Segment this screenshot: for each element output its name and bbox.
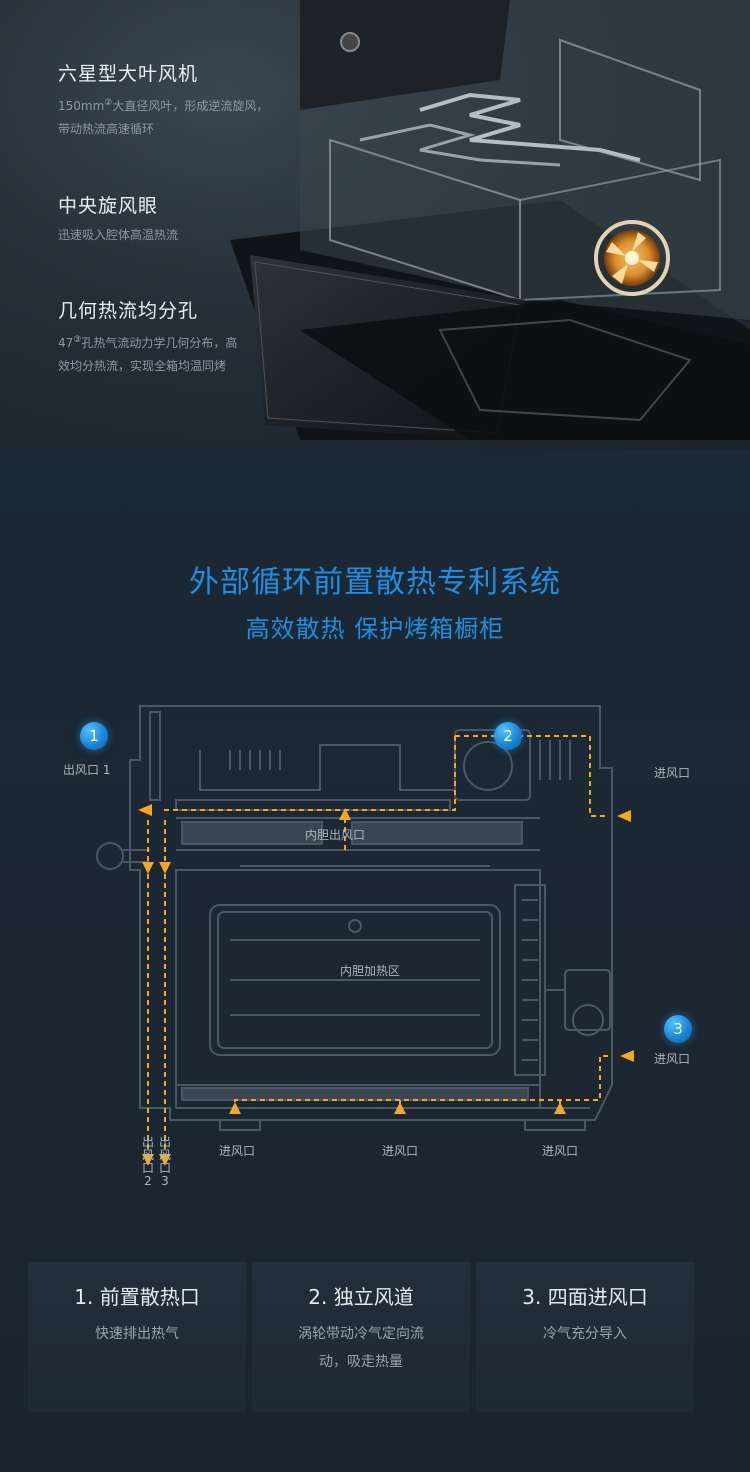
feature-desc-post: 大直径风叶，形成逆流旋风， <box>112 99 269 113</box>
inlet-bottom-mid-label: 进风口 <box>382 1144 419 1158</box>
fan-badge: 2 <box>494 722 522 750</box>
section-subtitle: 高效散热 保护烤箱橱柜 <box>245 615 505 643</box>
feature-desc-pre: 150mm <box>58 99 105 113</box>
feature-desc: 迅速吸入腔体高温热流 <box>58 228 179 242</box>
card-desc: 涡轮带动冷气定向流动，吸走热量 <box>298 1326 424 1370</box>
inlet-bottom-left-label: 进风口 <box>219 1144 256 1158</box>
feature-cards: 1. 前置散热口 快速排出热气 2. 独立风道 涡轮带动冷气定向流动，吸走热量 … <box>28 1262 694 1412</box>
feature-title: 几何热流均分孔 <box>58 300 199 322</box>
outlet-3-label: 出风口3 <box>158 1135 171 1188</box>
section-title: 外部循环前置散热专利系统 <box>189 565 561 600</box>
card-title: 2. 独立风道 <box>308 1285 414 1309</box>
feature-title: 中央旋风眼 <box>58 195 159 217</box>
feature-eye: 中央旋风眼 迅速吸入腔体高温热流 <box>58 194 178 247</box>
outlet-1-label: 出风口 1 <box>63 763 111 777</box>
oven-illustration <box>230 0 750 440</box>
feature-desc-line2: 效均分热流，实现全箱均温同烤 <box>58 359 227 373</box>
card-title: 3. 四面进风口 <box>522 1285 648 1309</box>
feature-holes: 几何热流均分孔 47③孔热气流动力学几何分布，高 效均分热流，实现全箱均温同烤 <box>58 299 237 378</box>
card-front-vent: 1. 前置散热口 快速排出热气 <box>28 1262 246 1412</box>
outlet-1-badge: 1 <box>80 722 108 750</box>
inlet-3-badge: 3 <box>664 1015 692 1043</box>
card-air-duct: 2. 独立风道 涡轮带动冷气定向流动，吸走热量 <box>252 1262 470 1412</box>
footnote-mark: ② <box>104 98 113 108</box>
cooling-section: 外部循环前置散热专利系统 高效散热 保护烤箱橱柜 <box>0 450 750 1472</box>
oven-cross-section <box>96 705 634 1166</box>
inlet-right-top-label: 进风口 <box>654 766 691 780</box>
feature-desc-pre: 47 <box>58 336 74 350</box>
card-desc: 快速排出热气 <box>95 1326 179 1342</box>
feature-desc: 150mm②大直径风叶，形成逆流旋风， 带动热流高速循环 <box>58 92 268 141</box>
footnote-mark: ③ <box>73 335 82 345</box>
outlet-2-label: 出风口2 <box>141 1135 154 1188</box>
inlet-bottom-right-label: 进风口 <box>542 1144 579 1158</box>
airflow-diagram: 1 2 3 出风口 1 进风口 内胆出风口 内胆加热区 进风口 进风口 进风口 … <box>0 690 750 1250</box>
inner-outlet-label: 内胆出风口 <box>305 828 366 842</box>
feature-desc-post: 孔热气流动力学几何分布，高 <box>81 336 238 350</box>
feature-title: 六星型大叶风机 <box>58 63 199 85</box>
hero-section: 六星型大叶风机 150mm②大直径风叶，形成逆流旋风， 带动热流高速循环 中央旋… <box>0 0 750 450</box>
inlet-right-bottom-label: 进风口 <box>654 1052 691 1066</box>
card-title: 1. 前置散热口 <box>74 1285 200 1309</box>
inner-heating-label: 内胆加热区 <box>340 964 401 978</box>
card-desc: 冷气充分导入 <box>543 1326 627 1342</box>
feature-desc: 47③孔热气流动力学几何分布，高 效均分热流，实现全箱均温同烤 <box>58 329 237 378</box>
feature-desc-line2: 带动热流高速循环 <box>58 122 155 136</box>
card-inlets: 3. 四面进风口 冷气充分导入 <box>476 1262 694 1412</box>
feature-fan: 六星型大叶风机 150mm②大直径风叶，形成逆流旋风， 带动热流高速循环 <box>58 62 268 141</box>
